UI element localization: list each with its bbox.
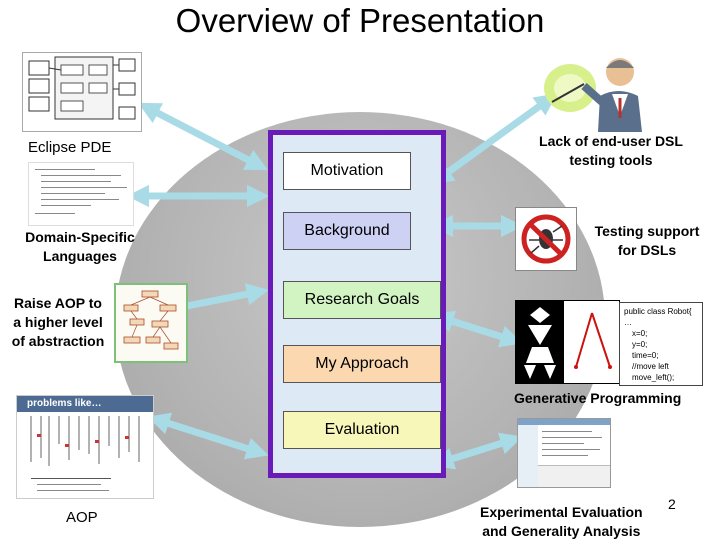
eclipse-pde-diagram-thumbnail — [22, 52, 142, 132]
step-evaluation-label: Evaluation — [324, 421, 400, 438]
generative-programming-label: Generative Programming — [514, 390, 682, 406]
step-background-label: Background — [304, 222, 390, 239]
experimental-evaluation-label: Experimental Evaluation and Generality A… — [480, 504, 643, 539]
dsl-code-thumbnail — [28, 162, 134, 226]
center-panel: Motivation Background Research Goals My … — [268, 130, 446, 478]
step-background: Background — [283, 212, 411, 250]
arrow-generative — [431, 310, 523, 348]
tangram-robot-thumbnail — [515, 300, 620, 384]
eclipse-pde-label: Eclipse PDE — [28, 139, 112, 156]
arrow-aop — [147, 412, 269, 460]
arrow-eclipse — [138, 102, 268, 171]
aop-slide-thumbnail: problems like… — [16, 395, 154, 499]
step-my-approach: My Approach — [283, 345, 441, 383]
presenter-clipart — [544, 58, 642, 132]
aop-model-thumbnail — [114, 283, 188, 363]
aop-raise-label: Raise AOP to a higher level of abstracti… — [11, 295, 105, 349]
step-evaluation: Evaluation — [283, 411, 441, 449]
step-research-goals-label: Research Goals — [304, 291, 420, 308]
experimental-screenshot-thumbnail — [517, 418, 611, 488]
lack-of-tools-label: Lack of end-user DSL testing tools — [539, 133, 683, 168]
robot-code-snippet: public class Robot{ … x=0; y=0; time=0; … — [619, 302, 703, 386]
no-bugs-icon — [521, 214, 571, 264]
arrow-experimental — [431, 432, 523, 470]
testing-support-label: Testing support for DSLs — [594, 223, 700, 258]
aop-thumbnail-header: problems like… — [17, 396, 153, 412]
step-motivation-label: Motivation — [310, 162, 384, 179]
dsl-label: Domain-Specific Languages — [25, 229, 135, 264]
arrow-lack — [430, 93, 558, 185]
page-number: 2 — [668, 496, 676, 512]
slide-title: Overview of Presentation — [175, 2, 545, 39]
no-bugs-thumbnail — [515, 207, 577, 271]
aop-label: AOP — [66, 509, 98, 526]
step-motivation: Motivation — [283, 152, 411, 190]
step-research-goals: Research Goals — [283, 281, 441, 319]
step-my-approach-label: My Approach — [315, 355, 409, 372]
